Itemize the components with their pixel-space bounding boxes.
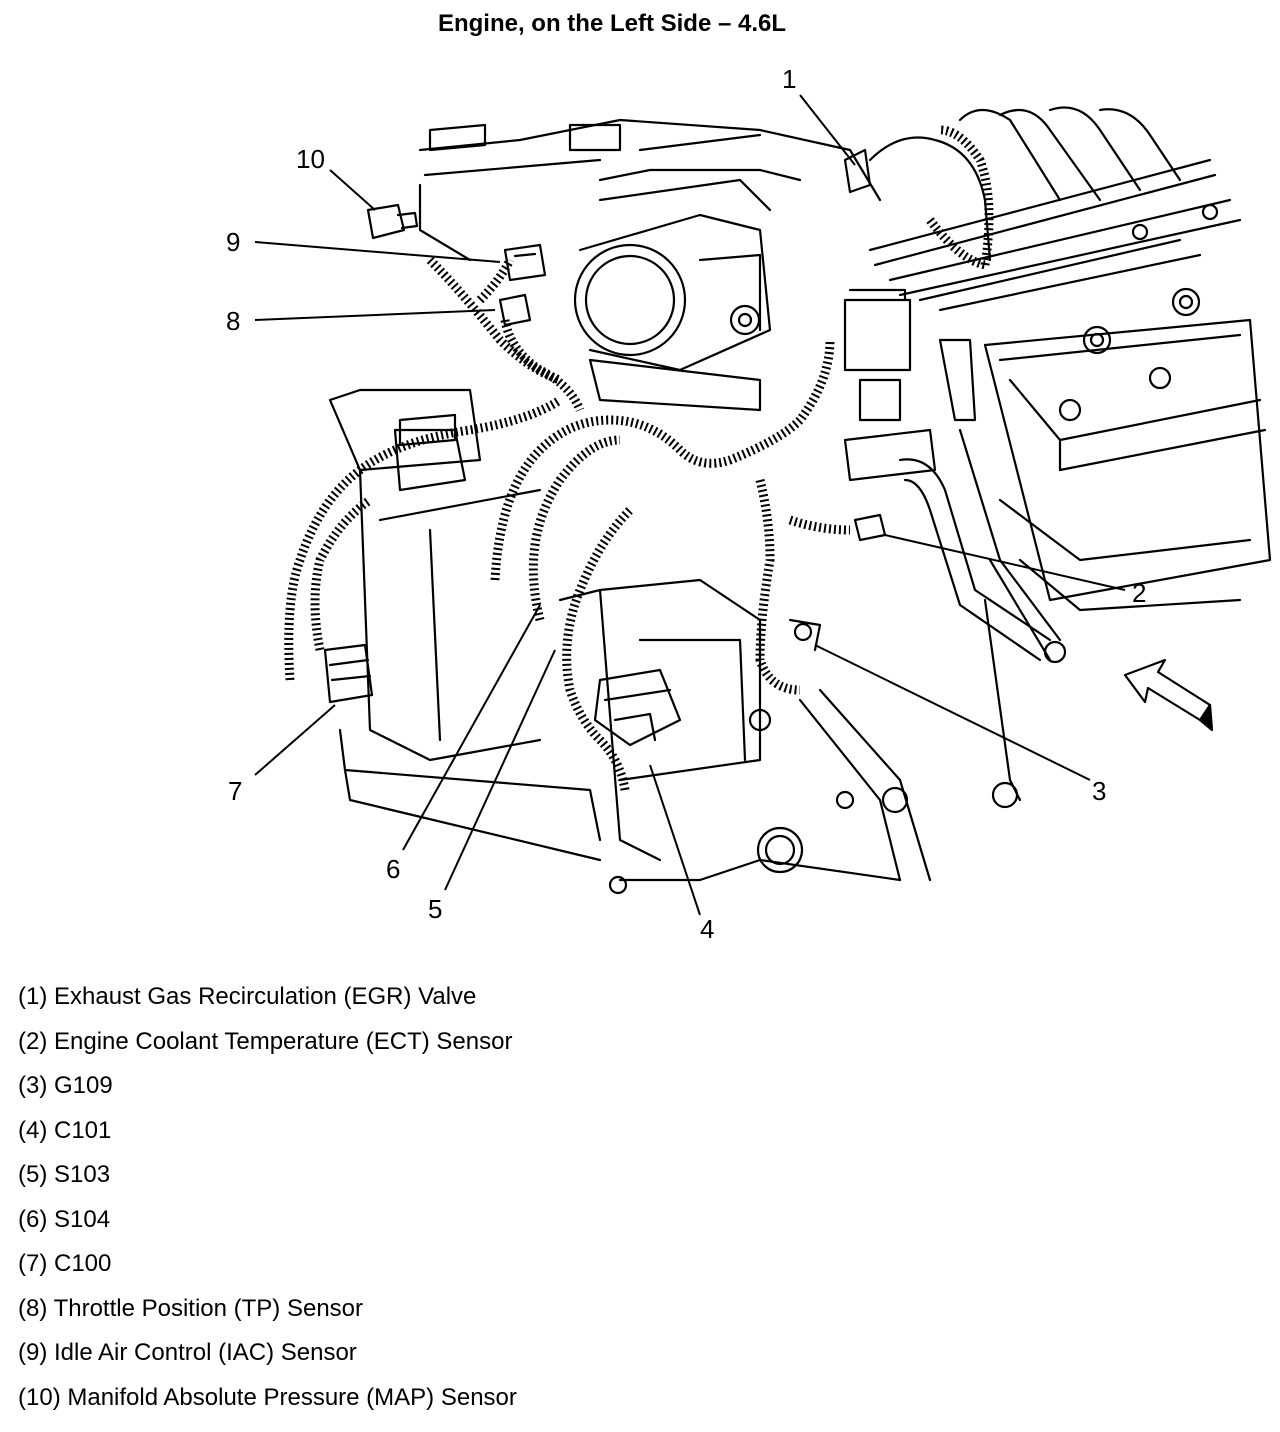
- legend-item-5: (5) S103: [18, 1161, 111, 1188]
- intake-runners-drawing: [868, 106, 1242, 312]
- legend-item-8: (8) Throttle Position (TP) Sensor: [18, 1294, 364, 1322]
- legend-item-9: (9) Idle Air Control (IAC) Sensor: [18, 1339, 357, 1366]
- callout-7: 7: [228, 776, 242, 806]
- leader-line-3: [814, 644, 1091, 781]
- legend-item-6: (6) S104: [18, 1205, 111, 1233]
- callout-8: 8: [226, 306, 240, 336]
- legend-item-10: (10) Manifold Absolute Pressure (MAP) Se…: [18, 1383, 517, 1411]
- legend-item-1: (1) Exhaust Gas Recirculation (EGR) Valv…: [18, 983, 477, 1010]
- callout-9: 9: [226, 227, 240, 257]
- leader-line-6: [402, 604, 541, 851]
- callout-labels: 1 2 3 4 5 6 7 8 9 10: [226, 64, 1146, 944]
- diagram-title: Engine, on the Left Side – 4.6L: [437, 10, 787, 37]
- leader-line-10: [329, 169, 376, 211]
- egr-valve-drawing: [843, 136, 992, 482]
- connector-items: [323, 203, 887, 747]
- leader-line-1: [799, 94, 856, 166]
- callout-2: 2: [1132, 578, 1146, 608]
- throttle-body-drawing: [568, 123, 772, 412]
- callout-4: 4: [700, 914, 714, 944]
- legend-item-4: (4) C101: [18, 1116, 112, 1144]
- reservoir-drawing: [328, 388, 762, 862]
- component-legend: (1) Exhaust Gas Recirculation (EGR) Valv…: [18, 975, 1258, 1420]
- wiring-harness: [284, 125, 994, 791]
- legend-item-7: (7) C100: [18, 1250, 112, 1277]
- callout-10: 10: [296, 144, 325, 174]
- callout-1: 1: [782, 64, 796, 94]
- valve-cover-drawing: [983, 287, 1272, 612]
- callout-5: 5: [428, 894, 442, 924]
- legend-item-3: (3) G109: [18, 1072, 113, 1099]
- leader-line-7: [254, 704, 336, 776]
- leader-lines: [254, 94, 1126, 916]
- leader-line-9: [254, 241, 501, 263]
- leader-line-2: [884, 534, 1126, 591]
- intake-manifold-drawing: [418, 118, 882, 262]
- leader-line-8: [254, 309, 496, 321]
- coolant-hose-drawing: [898, 458, 1067, 664]
- leader-line-5: [444, 649, 556, 891]
- front-cover-drawing: [608, 338, 1062, 895]
- callout-3: 3: [1092, 776, 1106, 806]
- legend-item-2: (2) Engine Coolant Temperature (ECT) Sen…: [18, 1027, 513, 1055]
- view-direction-arrow-icon: [1123, 658, 1214, 732]
- callout-6: 6: [386, 854, 400, 884]
- engine-illustration: 1 2 3 4 5 6 7 8 9 10: [0, 40, 1280, 960]
- leader-line-4: [649, 764, 701, 916]
